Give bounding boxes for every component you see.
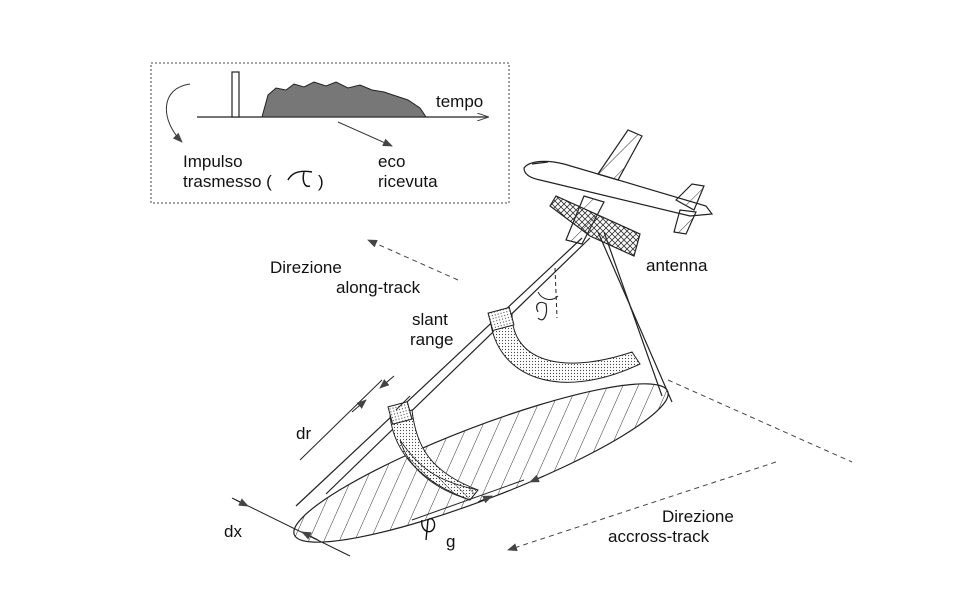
along-track-label-line1: Direzione: [270, 258, 342, 277]
curved-arrow-icon: [166, 83, 191, 143]
across-track-label-line2: accross-track: [608, 527, 710, 546]
antenna-label: antenna: [646, 256, 708, 275]
transmitted-pulse: [231, 71, 240, 118]
pulse-label-line2: trasmesso (: [183, 172, 272, 191]
aircraft: [523, 129, 714, 257]
radar-beam: [295, 231, 673, 507]
antenna-panel: [549, 195, 641, 257]
look-angle: [536, 267, 559, 321]
ground-range-cell-dark: [399, 439, 479, 501]
dx-label: dx: [224, 522, 242, 541]
echo-pointer-arrow: [337, 121, 393, 147]
inset-pulse-echo: [150, 62, 510, 204]
along-track-label-line2: along-track: [336, 278, 421, 297]
range-cell-marker: [387, 401, 413, 425]
rho-g-subscript: g: [446, 532, 456, 551]
along-track-arrow: [367, 239, 459, 281]
echo-label-line2: ricevuta: [378, 172, 438, 191]
rho-g-dimension: [411, 474, 545, 541]
tau-symbol: [287, 170, 313, 188]
dx-dimension: [231, 497, 351, 557]
echo-label-line1: eco: [378, 152, 406, 171]
slant-range-label-line1: slant: [412, 310, 448, 329]
across-track-arrow: [507, 461, 777, 551]
slant-range-arc: [489, 313, 641, 383]
received-echo: [261, 81, 427, 118]
dr-dimension: [299, 375, 411, 461]
slant-cell-marker: [487, 306, 515, 332]
pulse-label-line1: Impulso: [183, 152, 243, 171]
pulse-label-close: ): [318, 172, 324, 191]
time-axis-label: tempo: [436, 92, 484, 111]
slant-range-label-line2: range: [410, 330, 454, 349]
flight-track-dashed: [667, 379, 853, 463]
across-track-label-line1: Direzione: [662, 507, 734, 526]
dr-label: dr: [296, 424, 312, 443]
inset-frame: [150, 62, 510, 204]
